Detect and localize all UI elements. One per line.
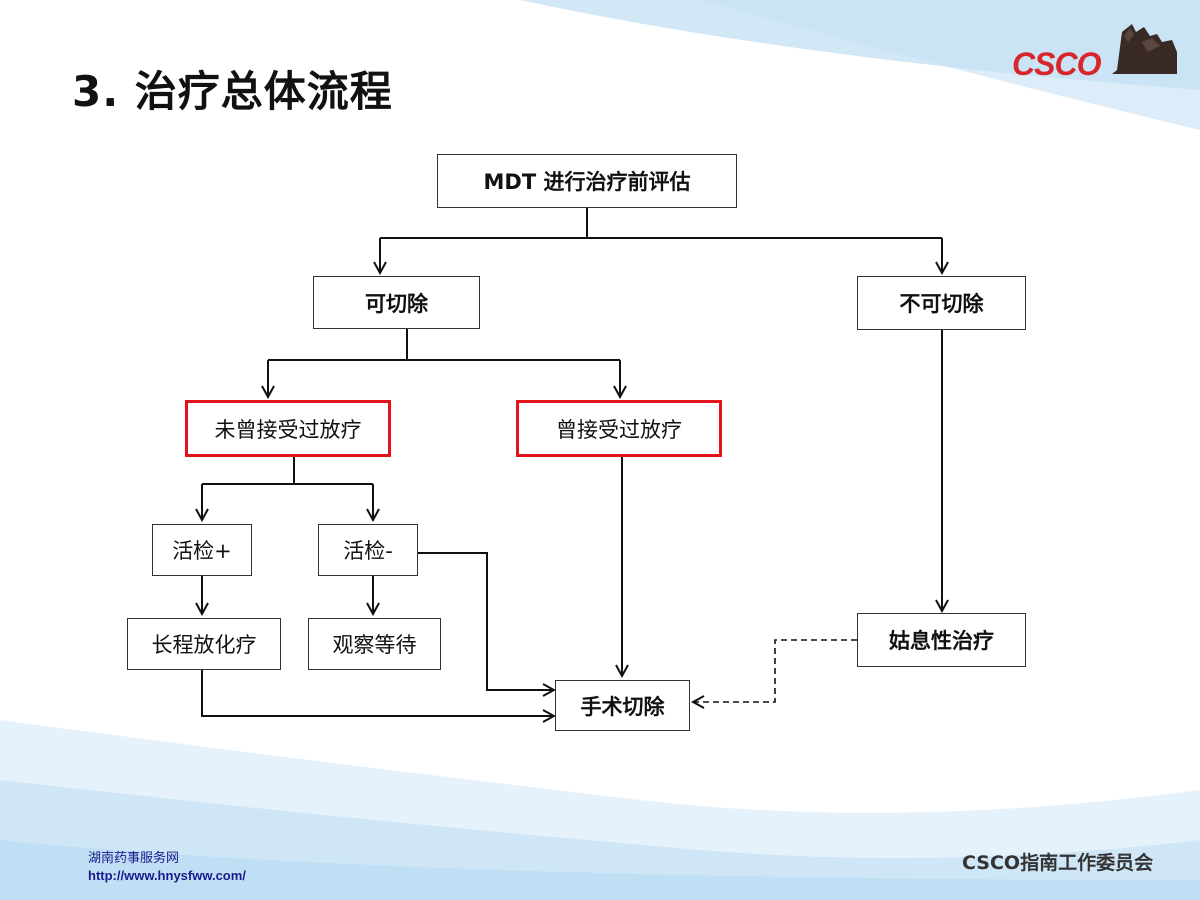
node-prior-radiotherapy: 曾接受过放疗 — [516, 400, 722, 457]
footer-source: 湖南药事服务网 http://www.hnysfww.com/ — [88, 850, 246, 884]
node-unresectable: 不可切除 — [857, 276, 1026, 330]
csco-logo: CSCO — [1012, 12, 1182, 82]
edge-mdt-split — [380, 207, 942, 239]
footer-committee: CSCO指南工作委员会 — [962, 852, 1154, 874]
edge-biopsy-neg-surgery — [418, 552, 553, 690]
node-no-prior-radiotherapy: 未曾接受过放疗 — [185, 400, 391, 457]
slide-title: 3. 治疗总体流程 — [72, 67, 393, 116]
node-watch-and-wait: 观察等待 — [308, 618, 441, 670]
node-surgical-resection: 手术切除 — [555, 680, 690, 731]
footer-url-link[interactable]: http://www.hnysfww.com/ — [88, 868, 246, 883]
edge-no-prior-split — [202, 456, 373, 485]
node-biopsy-positive: 活检+ — [152, 524, 252, 576]
edge-resectable-split — [268, 328, 620, 361]
node-biopsy-negative: 活检- — [318, 524, 418, 576]
node-palliative-treatment: 姑息性治疗 — [857, 613, 1026, 667]
node-long-course-chemoradiation: 长程放化疗 — [127, 618, 281, 670]
great-wall-icon — [1112, 24, 1177, 74]
footer-site-name: 湖南药事服务网 — [88, 851, 180, 866]
logo-wordmark: CSCO — [1012, 46, 1101, 82]
node-resectable: 可切除 — [313, 276, 480, 329]
edge-long-course-surgery — [201, 670, 553, 716]
edge-palliative-surgery-dashed — [694, 639, 857, 702]
node-mdt-assessment: MDT 进行治疗前评估 — [437, 154, 737, 208]
